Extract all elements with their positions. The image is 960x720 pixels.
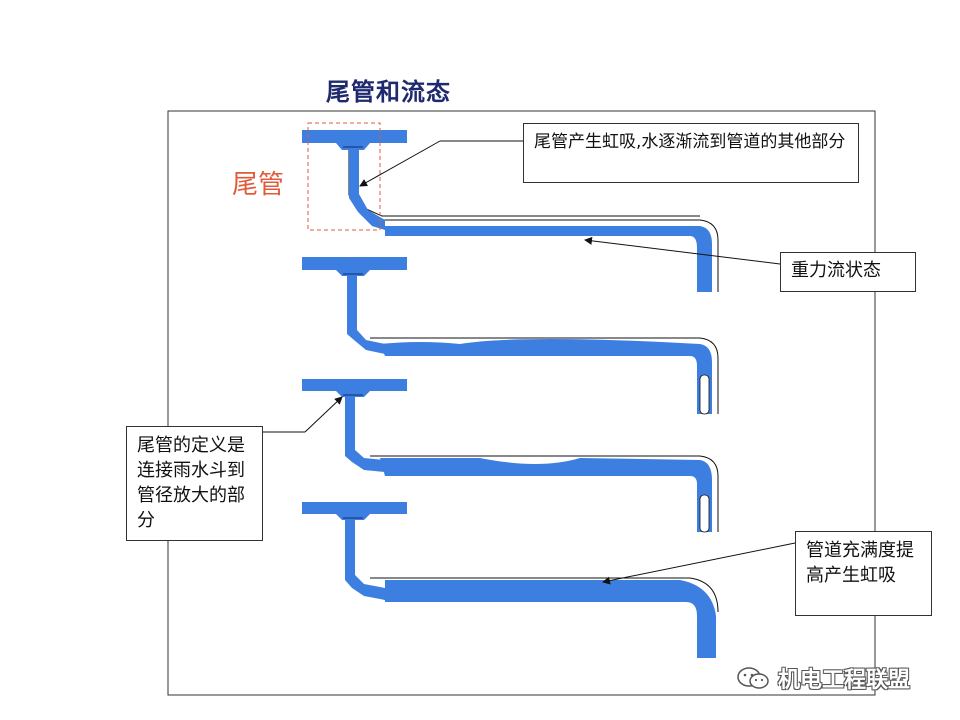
water-tailpipe xyxy=(349,150,385,230)
callout-fullness: 管道充满度提高产生虹吸 xyxy=(795,531,932,616)
pipe-diagram-4 xyxy=(302,502,719,658)
pipe-diagram-1 xyxy=(302,130,719,292)
water-wave-2 xyxy=(380,339,712,414)
pipe-outline-2 xyxy=(370,337,719,414)
water-tailpipe-3 xyxy=(345,397,385,472)
pipe-outline-3 xyxy=(370,455,719,532)
water-tailpipe-4 xyxy=(345,520,385,600)
diagram-frame xyxy=(167,110,876,696)
leader-fullness xyxy=(602,542,796,585)
roof-gutter xyxy=(302,130,407,143)
callout-definition: 尾管的定义是连接雨水斗到管径放大的部分 xyxy=(126,426,263,541)
water-tailpipe-2 xyxy=(347,276,385,354)
wechat-icon xyxy=(737,667,769,689)
tailpipe-highlight-box xyxy=(307,122,381,231)
callout-siphon: 尾管产生虹吸,水逐渐流到管道的其他部分 xyxy=(523,123,859,183)
pipe-diagram-2 xyxy=(302,257,719,415)
watermark-text: 机电工程联盟 xyxy=(778,668,911,693)
pipe-diagram-3 xyxy=(302,379,719,533)
water-horizontal xyxy=(385,226,712,292)
tailpipe-label: 尾管 xyxy=(232,170,285,200)
callout-gravity: 重力流状态 xyxy=(780,252,916,292)
water-wave-3 xyxy=(380,458,712,532)
pipe-outline-4 xyxy=(370,577,719,613)
water-full-4 xyxy=(385,580,716,658)
slide-title: 尾管和流态 xyxy=(326,78,451,106)
watermark: 机电工程联盟 xyxy=(736,662,910,694)
leader-gravity xyxy=(584,236,781,265)
